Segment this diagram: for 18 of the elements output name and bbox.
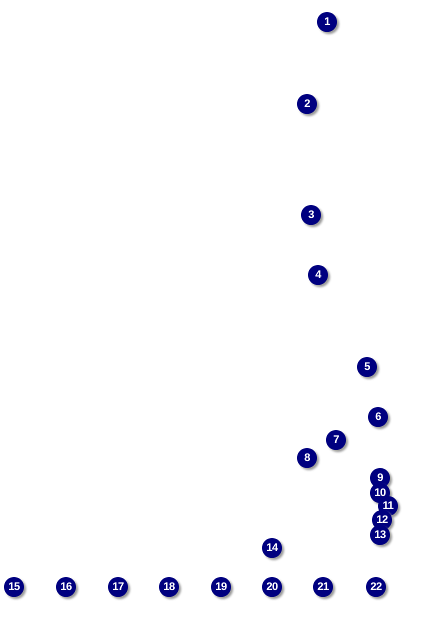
- callout-number: 22: [366, 577, 386, 597]
- callout-number: 20: [262, 577, 282, 597]
- callout-number: 14: [262, 538, 282, 558]
- callout-number: 7: [326, 430, 346, 450]
- callout-number: 2: [297, 94, 317, 114]
- callout-number: 21: [313, 577, 333, 597]
- callout-number: 8: [297, 448, 317, 468]
- callout-number: 5: [357, 357, 377, 377]
- callout-number: 19: [211, 577, 231, 597]
- callout-number: 15: [4, 577, 24, 597]
- callout-number: 4: [308, 265, 328, 285]
- callout-number: 18: [159, 577, 179, 597]
- callout-number: 16: [56, 577, 76, 597]
- callout-number: 17: [108, 577, 128, 597]
- callout-number: 6: [368, 407, 388, 427]
- callout-number: 1: [317, 12, 337, 32]
- callout-number: 13: [370, 525, 390, 545]
- callout-number: 3: [301, 205, 321, 225]
